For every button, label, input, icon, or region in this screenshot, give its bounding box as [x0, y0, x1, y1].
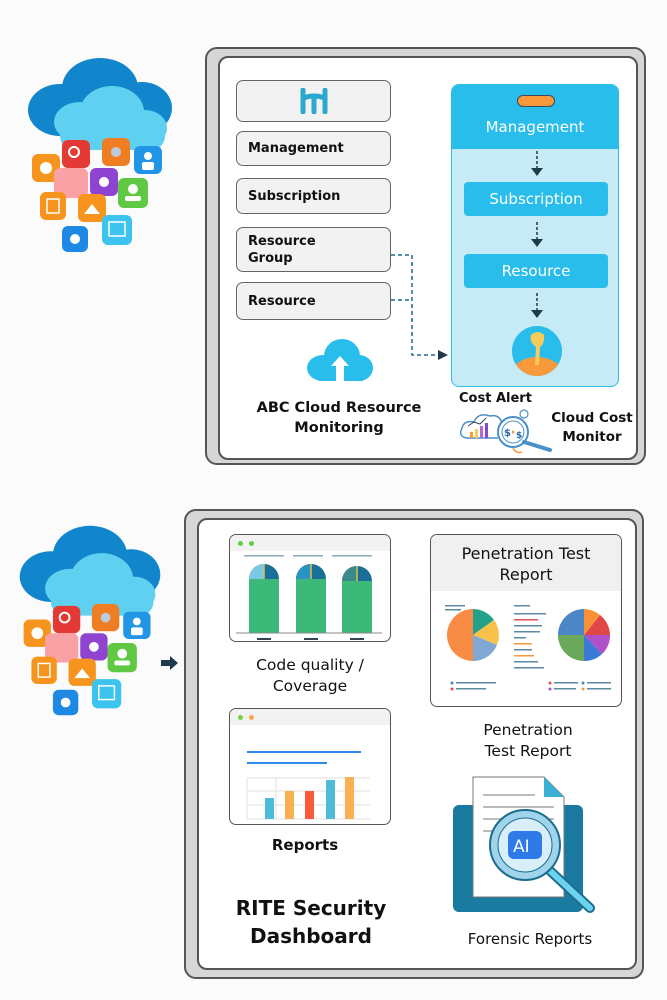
cost-analytics-icon: $ $: [459, 409, 552, 454]
logo-box[interactable]: [236, 80, 391, 122]
ai-chip-icon: [508, 831, 542, 859]
report-bar: [326, 780, 335, 819]
note-app-icon: [54, 168, 88, 198]
code-quality-label: Code quality / Coverage: [256, 656, 364, 695]
forensic-ai-icon: AI: [453, 776, 595, 913]
flow-header-label: Management: [485, 118, 585, 136]
badge-pill-icon: [517, 95, 555, 107]
coverage-bar: [342, 566, 372, 633]
down-arrow-icon: [531, 293, 543, 318]
cloud-cost-monitor-label: Cloud Cost Monitor: [551, 410, 633, 445]
code-quality-card[interactable]: [229, 534, 391, 642]
ai-badge-text: AI: [513, 837, 530, 857]
hierarchy-management[interactable]: Management: [236, 131, 391, 166]
legend-lines: [445, 605, 611, 691]
coverage-bar: [249, 564, 279, 633]
calendar-app-icon: [40, 192, 66, 220]
forensic-reports-label: Forensic Reports: [467, 930, 593, 948]
report-bar: [265, 798, 274, 819]
cloud-icon: [19, 525, 161, 616]
svg-text:$: $: [504, 428, 511, 439]
dashboard-title: RITE Security Dashboard: [235, 896, 387, 948]
reports-card[interactable]: [229, 708, 391, 825]
pie-chart-left: [447, 609, 499, 661]
report-bar: [345, 777, 354, 819]
hierarchy-resource[interactable]: Resource: [236, 282, 391, 320]
pentest-card-title: Penetration Test Report: [461, 544, 591, 584]
arrow-right-icon: [161, 656, 178, 670]
window-dot-icon: [249, 715, 254, 720]
user-avatar-icon: [512, 326, 562, 376]
reports-bar-chart: [246, 751, 370, 820]
cloud-icon: [28, 58, 172, 150]
report-bar: [305, 791, 314, 819]
cost-alert-label: Cost Alert: [459, 391, 532, 406]
arrowhead-icon: [438, 350, 448, 360]
window-dot-icon: [249, 541, 254, 546]
down-arrow-icon: [531, 151, 543, 176]
svg-text:$: $: [516, 431, 522, 441]
cloud-upload-icon: [307, 339, 373, 381]
window-dot-icon: [238, 541, 243, 546]
pentest-pie-charts: [445, 605, 611, 691]
flow-panel: Management Subscription Resource: [451, 84, 619, 387]
cloud-apps-illustration-bottom: [19, 525, 161, 716]
coverage-bar: [296, 564, 326, 633]
down-arrow-icon: [531, 222, 543, 247]
reports-label: Reports: [271, 836, 339, 854]
coverage-bars-chart: [236, 555, 382, 640]
search-app-icon: [62, 140, 90, 168]
hierarchy-subscription[interactable]: Subscription: [236, 178, 391, 214]
flow-step-resource[interactable]: Resource: [464, 254, 608, 288]
pie-chart-right: [558, 609, 611, 662]
monitoring-title: ABC Cloud Resource Monitoring: [256, 400, 422, 436]
image-app-icon: [102, 215, 132, 245]
pentest-report-card[interactable]: Penetration Test Report: [430, 534, 622, 707]
pentest-label: Penetration Test Report: [483, 721, 573, 760]
dashed-connector: [391, 254, 448, 360]
window-dot-icon: [238, 715, 243, 720]
hh-logo-icon: [300, 88, 327, 114]
report-bar: [285, 791, 294, 819]
cloud-apps-illustration-top: [28, 58, 172, 252]
flow-step-subscription[interactable]: Subscription: [464, 182, 608, 216]
hierarchy-resource-group[interactable]: Resource Group: [236, 227, 391, 272]
